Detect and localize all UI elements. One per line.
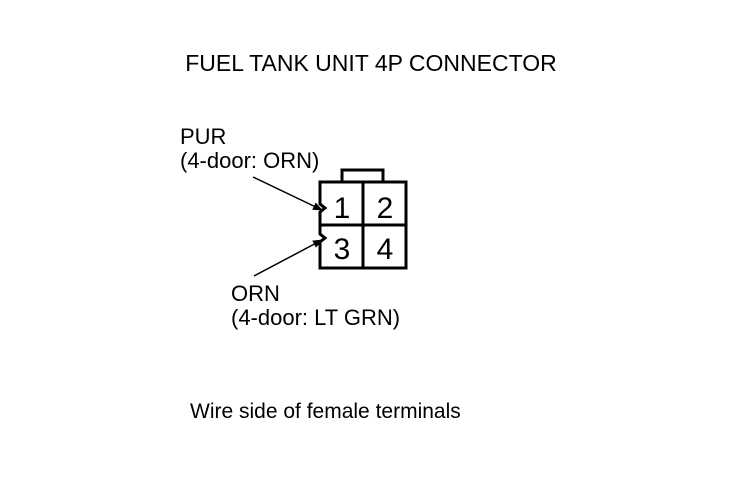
bottom-wire-color-label: ORN: [231, 281, 280, 306]
terminal-2-number: 2: [377, 192, 394, 225]
terminal-3-number: 3: [334, 233, 351, 266]
bottom-wire-alt-label: (4-door: LT GRN): [231, 305, 401, 330]
connector-body: [318, 180, 408, 270]
bottom-wire-leader-arrow: [253, 239, 323, 277]
connector-lock-tab: [340, 168, 385, 182]
terminal-4-number: 4: [377, 233, 394, 266]
terminal-1-number: 1: [334, 192, 351, 225]
top-wire-color-label: PUR: [180, 124, 227, 149]
diagram-title: FUEL TANK UNIT 4P CONNECTOR: [185, 50, 557, 76]
top-wire-leader-arrow: [252, 176, 323, 211]
diagram-caption: Wire side of female terminals: [190, 400, 461, 423]
top-wire-alt-label: (4-door: ORN): [180, 148, 320, 173]
connector-housing: [318, 168, 408, 270]
